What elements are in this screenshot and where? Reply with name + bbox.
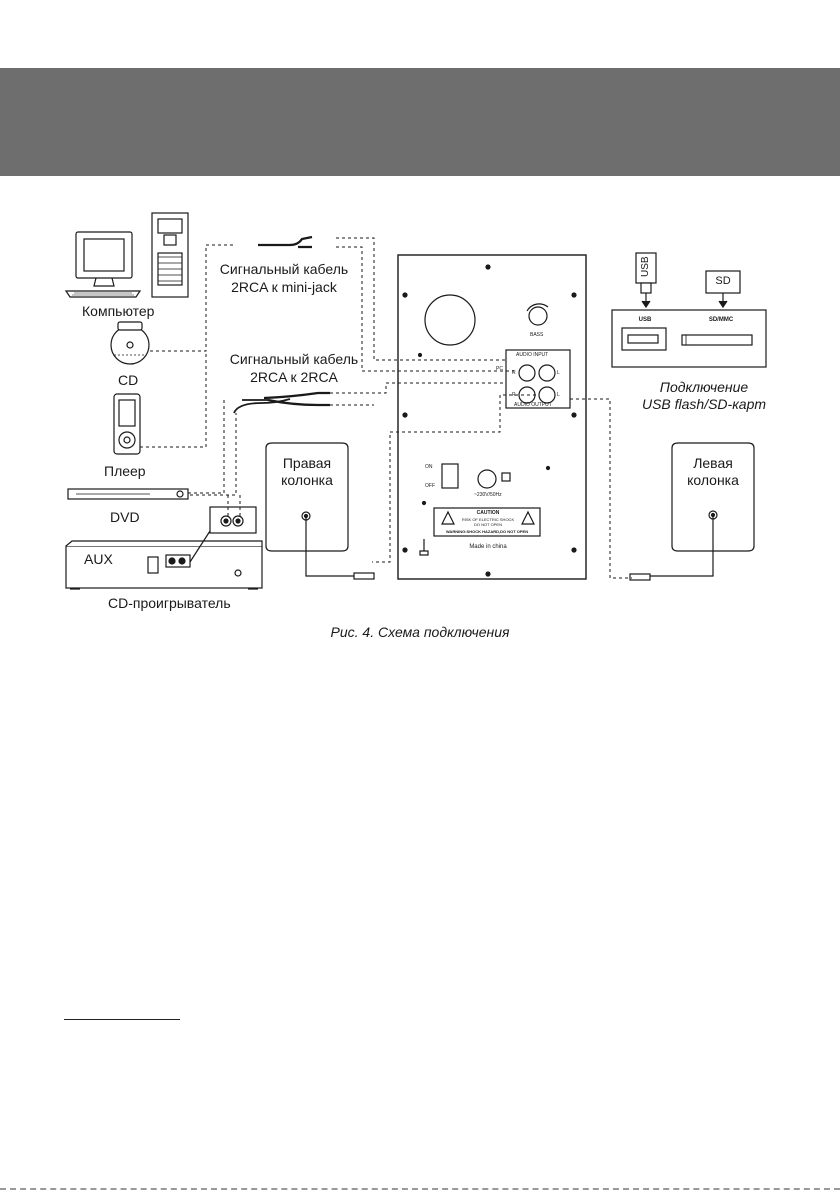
left-speaker-label-2: колонка: [687, 472, 739, 488]
usb-sd-module: [611, 252, 767, 368]
audio-input-label: AUDIO INPUT: [516, 352, 549, 358]
usb-port-label: USB: [638, 317, 652, 323]
risk-label-2: DO NOT OPEN: [474, 522, 502, 527]
right-speaker-label-1: Правая: [282, 455, 332, 471]
cd-icon: [110, 321, 150, 365]
output-l-label: L: [557, 392, 560, 398]
warning-label: WARNING:SHOCK HAZARD,DO NOT OPEN: [445, 529, 529, 534]
pc-label: PC: [496, 366, 503, 372]
on-label: ON: [425, 464, 433, 470]
figure-caption: Рис. 4. Схема подключения: [330, 624, 510, 640]
bass-label: BASS: [530, 332, 544, 338]
tower-icon: [151, 212, 189, 298]
right-speaker-label-2: колонка: [281, 472, 333, 488]
input-r-label: R: [512, 370, 516, 376]
output-r-label: R: [512, 392, 516, 398]
mini-jack-cable-label-1: Сигнальный кабель: [219, 261, 349, 277]
diagram-artwork: [64, 212, 767, 590]
computer-icon: [64, 231, 142, 298]
audio-output-label: AUDIO OUTPUT: [514, 402, 552, 408]
dvd-label: DVD: [110, 509, 140, 525]
risk-label-1: RISK OF ELECTRIC SHOCK: [461, 517, 515, 522]
usb-sd-caption-1: Подключение: [659, 379, 749, 395]
usb-stick-label: USB: [640, 256, 651, 277]
left-speaker-icon: [671, 442, 755, 552]
cd-player-label: CD-проигрыватель: [108, 595, 231, 611]
input-l-label: L: [557, 370, 560, 376]
made-in-label: Made in china: [469, 544, 507, 550]
left-speaker-label-1: Левая: [693, 455, 733, 471]
cd-label: CD: [118, 372, 139, 388]
sd-port-label: SD/MMC: [708, 317, 734, 323]
caution-label: CAUTION: [476, 510, 500, 516]
sd-card-label: SD: [715, 275, 731, 287]
off-label: OFF: [425, 483, 435, 489]
cd-player-icon: [65, 506, 263, 590]
mini-jack-cable-label-2: 2RCA к mini-jack: [231, 279, 337, 295]
player-icon: [113, 393, 141, 455]
computer-label: Компьютер: [82, 303, 155, 319]
dvd-icon: [67, 488, 189, 500]
voltage-label: ~230V/50Hz: [474, 492, 502, 498]
rca-cable-label-1: Сигнальный кабель: [229, 351, 359, 367]
rca-cable-label-2: 2RCA к 2RCA: [250, 369, 338, 385]
subwoofer-panel: [397, 254, 587, 580]
connection-diagram: Компьютер CD Плеер DVD AUX CD-проигрыват…: [0, 195, 840, 625]
player-label: Плеер: [104, 463, 146, 479]
header-band: [0, 68, 840, 176]
bottom-rule: [0, 1188, 840, 1190]
usb-sd-caption-2: USB flash/SD-карт: [641, 396, 767, 412]
aux-label: AUX: [84, 551, 113, 567]
footnote-rule: [64, 1019, 180, 1020]
